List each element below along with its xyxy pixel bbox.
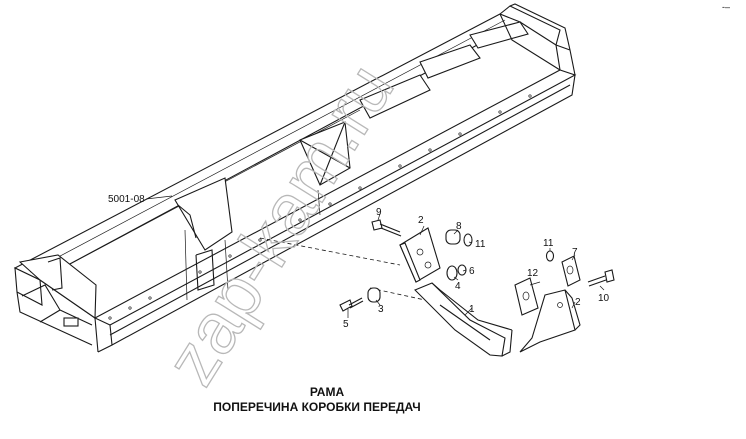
- callout-label: 1: [469, 304, 475, 315]
- block-part-12: [514, 277, 539, 316]
- frame-assembly: [13, 3, 577, 353]
- bracket-plate-right: [519, 289, 581, 353]
- diagram-title: РАМА: [309, 385, 345, 399]
- callout-label: 8: [456, 221, 462, 232]
- bolt-part-10: [587, 269, 615, 287]
- bolt-part-9: [371, 219, 402, 237]
- washer-part: [545, 250, 555, 262]
- leader-line-dashed: [259, 237, 401, 266]
- callout-leaders: [347, 213, 605, 318]
- callout-label: 10: [598, 293, 610, 304]
- bolt-part-5: [339, 297, 364, 312]
- callout-label: 3: [378, 304, 384, 315]
- callout-label: 5: [343, 319, 349, 330]
- callout-label: 11: [543, 238, 554, 249]
- callout-label: 7: [572, 247, 578, 258]
- callout-label: 2: [418, 215, 424, 226]
- bushing-part: [367, 287, 381, 303]
- diagram-subtitle: ПОПЕРЕЧИНА КОРОБКИ ПЕРЕДАЧ: [213, 400, 421, 414]
- nut-parts: [446, 264, 467, 281]
- callout-labels: 1 2 3 4 5 6 8 9 11 11 7 12 2 10: [343, 207, 610, 330]
- bracket-plate-left: [399, 227, 441, 283]
- bushing-part-8: [445, 229, 473, 247]
- drawing-number-leader: [145, 195, 173, 200]
- callout-label: 12: [527, 268, 539, 279]
- mount-part-7: [561, 255, 581, 287]
- drawing-number: 5001-08: [108, 194, 145, 205]
- callout-label: 9: [376, 207, 382, 218]
- callout-label: 11: [475, 239, 486, 250]
- callout-label: 4: [455, 281, 461, 292]
- corner-mark: -–: [722, 2, 730, 12]
- cross-member-part: [414, 282, 513, 357]
- callout-label: 6: [469, 266, 475, 277]
- callout-label: 2: [575, 297, 581, 308]
